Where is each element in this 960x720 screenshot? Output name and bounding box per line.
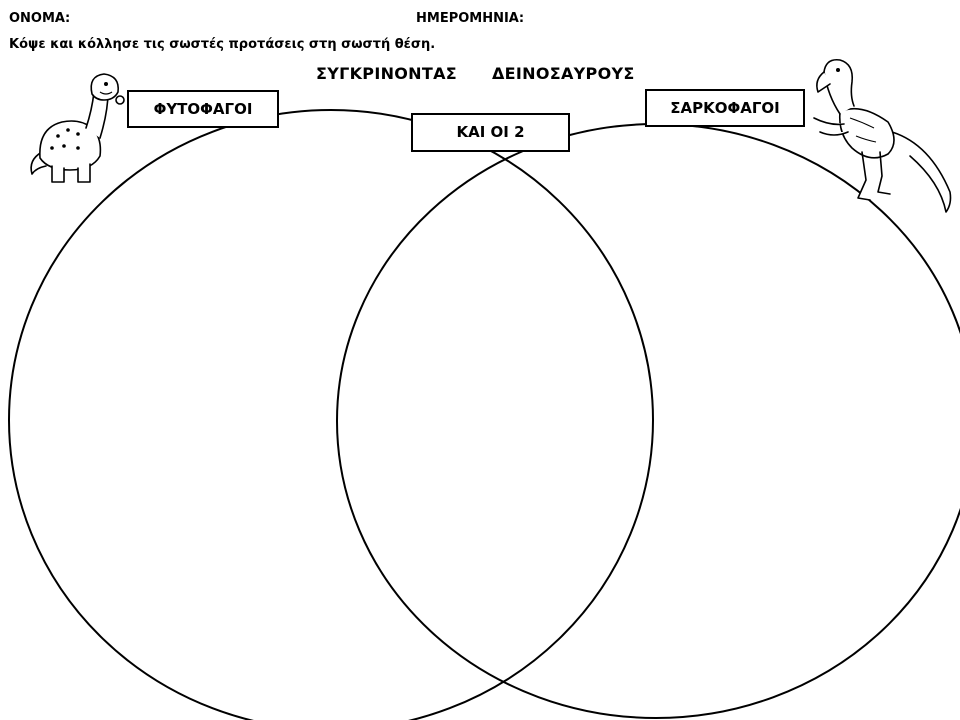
instructions-text: Κόψε και κόλλησε τις σωστές προτάσεις στ… bbox=[9, 37, 435, 52]
carnivores-label: ΣΑΡΚΟΦΑΓΟΙ bbox=[670, 99, 779, 117]
both-label: ΚΑΙ ΟΙ 2 bbox=[456, 123, 524, 141]
herbivores-label-box: ΦΥΤΟΦΑΓΟΙ bbox=[127, 90, 279, 128]
cartoon-herbivore-dinosaur-icon bbox=[22, 70, 132, 190]
carnivore-raptor-dinosaur-icon bbox=[800, 52, 960, 217]
name-field-label: ΟΝΟΜΑ: bbox=[9, 11, 70, 26]
venn-left-circle bbox=[9, 110, 653, 720]
both-label-box: ΚΑΙ ΟΙ 2 bbox=[411, 113, 570, 152]
date-field-label: ΗΜΕΡΟΜΗΝΙΑ: bbox=[416, 11, 524, 26]
carnivores-label-box: ΣΑΡΚΟΦΑΓΟΙ bbox=[645, 89, 805, 127]
herbivores-label: ΦΥΤΟΦΑΓΟΙ bbox=[154, 100, 253, 118]
worksheet-title-word-1: ΣΥΓΚΡΙΝΟΝΤΑΣ bbox=[316, 64, 457, 83]
worksheet-title-word-2: ΔΕΙΝΟΣΑΥΡΟΥΣ bbox=[492, 64, 635, 83]
